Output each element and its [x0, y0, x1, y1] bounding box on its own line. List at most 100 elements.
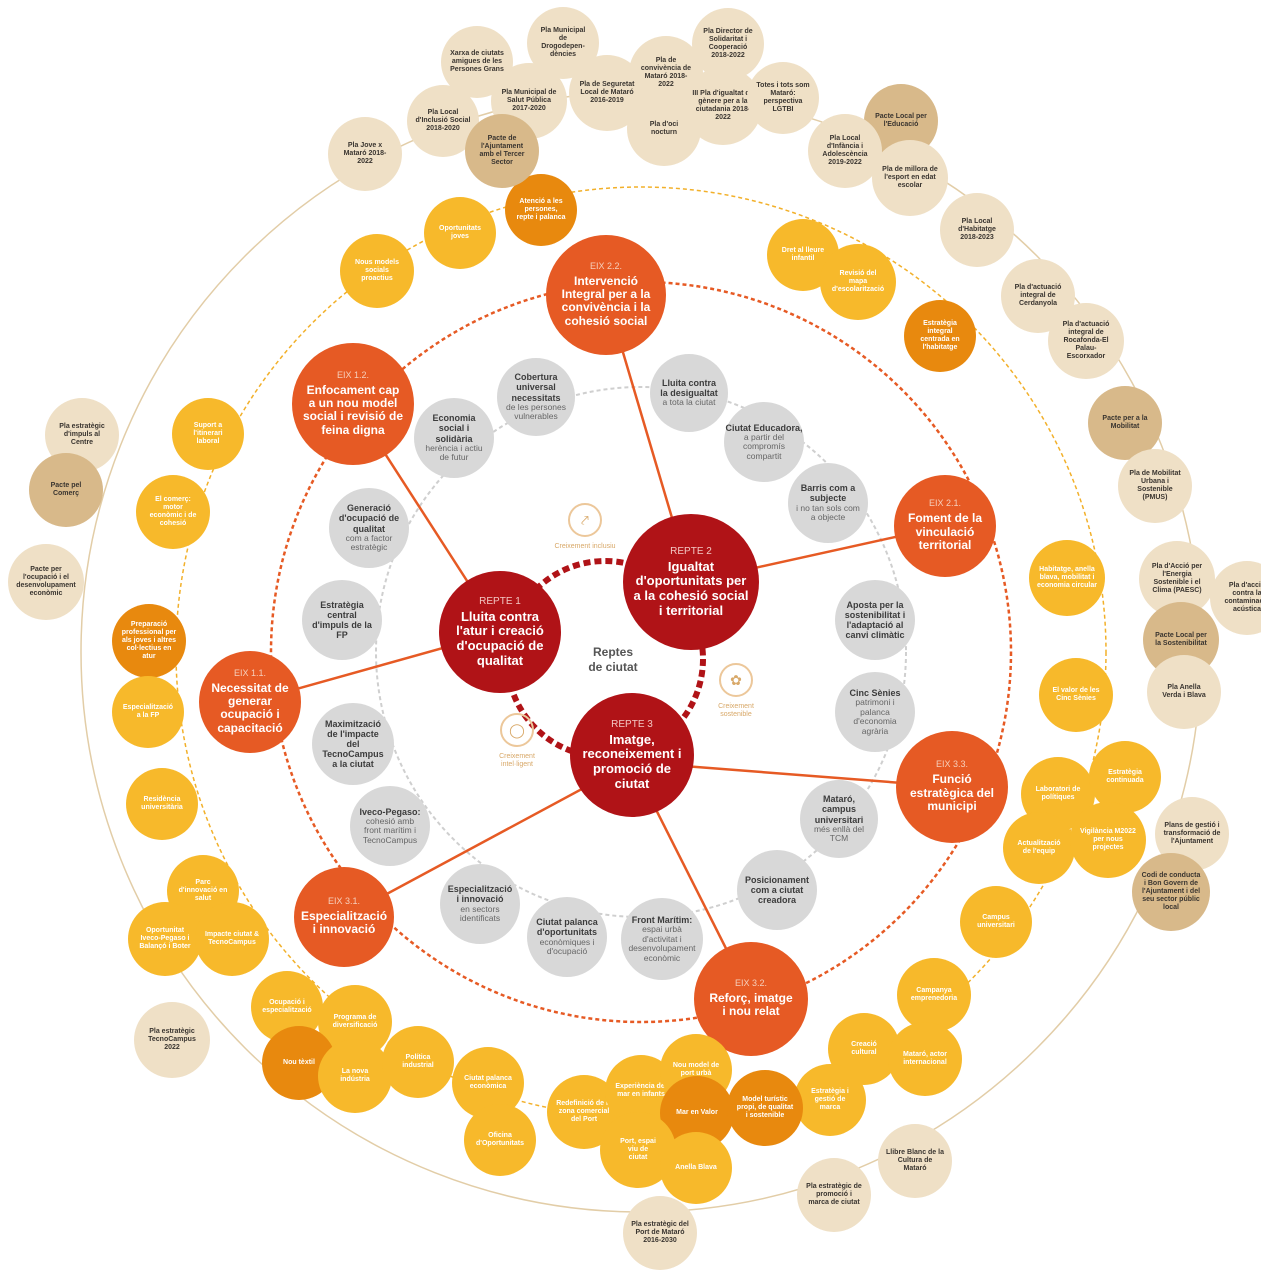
grey-node-generacio-ocupacio[interactable]: Generació d'ocupació de qualitat com a f… — [329, 488, 409, 568]
plan-label: Pla estratègic de promoció i marca de ci… — [806, 1183, 862, 1206]
plan-port-mataro[interactable]: Pla estratègic del Port de Mataró 2016-2… — [623, 1196, 697, 1270]
grey-node-bold: Ciutat palanca d'oportunitats — [536, 917, 598, 938]
grey-node-cinc-senies[interactable]: Cinc Sènies patrimoni i palanca d'econom… — [835, 672, 915, 752]
plan-label: Pla de millora de l'esport en edat escol… — [882, 166, 938, 189]
grey-node-ciutat-palanca[interactable]: Ciutat palanca d'oportunitats econòmique… — [527, 897, 607, 977]
action-actor-internacional[interactable]: Mataró, actor internacional — [888, 1022, 962, 1096]
plan-pacte-mobilitat[interactable]: Pacte per a la Mobilitat — [1088, 386, 1162, 460]
plan-cerdanyola[interactable]: Pla d'actuació integral de Cerdanyola — [1001, 259, 1075, 333]
action-habitatge-anella[interactable]: Habitatge, anella blava, mobilitat i eco… — [1029, 540, 1105, 616]
grey-node-sostenibilitat[interactable]: Aposta per la sostenibilitat i l'adaptac… — [835, 580, 915, 660]
action-valor-cinc-senies[interactable]: El valor de les Cinc Sènies — [1039, 658, 1113, 732]
eix-1-2-node[interactable]: EIX 1.2. Enfocament cap a un nou model s… — [292, 343, 414, 465]
plan-pacte-ocupacio[interactable]: Pacte per l'ocupació i el desenvolupamen… — [8, 544, 84, 620]
repte-1-node[interactable]: REPTE 1 Lluita contra l'atur i creació d… — [439, 571, 561, 693]
grey-node-sub: patrimoni i palanca d'economia agrària — [853, 697, 897, 736]
plan-promocio-marca[interactable]: Pla estratègic de promoció i marca de ci… — [797, 1158, 871, 1232]
eix-3-2-node[interactable]: EIX 3.2. Reforç, imatge i nou relat — [694, 942, 808, 1056]
action-label: Anella Blava — [675, 1164, 717, 1172]
action-residencia-universitaria[interactable]: Residència universitària — [126, 768, 198, 840]
grey-node-cobertura[interactable]: Cobertura universal necessitats de les p… — [497, 358, 575, 436]
eix-1-1-node[interactable]: EIX 1.1. Necessitat de generar ocupació … — [199, 651, 301, 753]
plan-label: Pla d'actuació integral de Cerdanyola — [1014, 284, 1062, 307]
plan-contaminacio-acustica[interactable]: Pla d'acció contra la contaminació acúst… — [1210, 561, 1261, 635]
action-label: Estratègia continuada — [1106, 769, 1144, 784]
action-especialitzacio-fp[interactable]: Especialització a la FP — [112, 676, 184, 748]
grey-node-sub: en sectors identificats — [459, 903, 501, 924]
grey-node-tecnocampus[interactable]: Maximització de l'impacte del TecnoCampu… — [312, 703, 394, 785]
plan-paesc[interactable]: Pla d'Acció per l'Energia Sostenible i e… — [1139, 541, 1215, 617]
repte-1-tag: REPTE 1 — [479, 595, 521, 607]
grey-node-front-maritim[interactable]: Front Marítim: espai urbà d'activitat i … — [621, 898, 703, 980]
grey-node-economia-social[interactable]: Economia social i solidària herència i a… — [414, 398, 494, 478]
plan-pmus[interactable]: Pla de Mobilitat Urbana i Sostenible (PM… — [1118, 449, 1192, 523]
plan-label: Pla estratègic TecnoCampus 2022 — [148, 1028, 196, 1051]
plan-tecnocampus[interactable]: Pla estratègic TecnoCampus 2022 — [134, 1002, 210, 1078]
action-politica-industrial[interactable]: Política industrial — [382, 1026, 454, 1098]
grey-node-sub: com a factor estratègic — [345, 532, 393, 553]
grey-node-ciutat-creadora[interactable]: Posicionament com a ciutat creadora — [737, 850, 817, 930]
grey-node-especialitzacio[interactable]: Especialització i innovació en sectors i… — [440, 864, 520, 944]
action-nous-models-socials[interactable]: Nous models socials proactius — [340, 234, 414, 308]
action-preparacio-professional[interactable]: Preparació professional per als joves i … — [112, 604, 186, 678]
grey-node-estrategia-fp[interactable]: Estratègia central d'impuls de la FP — [302, 580, 382, 660]
eix-1-1-label: Necessitat de generar ocupació i capacit… — [211, 680, 289, 735]
action-mapa-escolaritzacio[interactable]: Revisió del mapa d'escolarització — [820, 244, 896, 320]
plan-lgtbi[interactable]: Totes i tots som Mataró: perspectiva LGT… — [747, 62, 819, 134]
action-campus-universitari[interactable]: Campus universitari — [960, 886, 1032, 958]
plan-label: Pla d'Acció per l'Energia Sostenible i e… — [1151, 563, 1203, 594]
action-label: Redefinició de la zona comercial del Por… — [556, 1100, 612, 1123]
grey-node-sub: a partir del compromís compartit — [742, 431, 786, 461]
repte-3-node[interactable]: REPTE 3 Imatge, reconeixement i promoció… — [570, 693, 694, 817]
action-label: Vigilància M2022 per nous projectes — [1080, 828, 1136, 851]
creixement-inclusiu-label: Creixement inclusiu — [554, 543, 616, 550]
action-actualitzacio-equip[interactable]: Actualització de l'equip — [1003, 812, 1075, 884]
grey-node-campus-universitari[interactable]: Mataró, campus universitari més enllà de… — [800, 780, 878, 858]
repte-2-node[interactable]: REPTE 2 Igualtat d'oportunitats per a la… — [623, 514, 759, 650]
action-label: Política industrial — [402, 1054, 434, 1069]
plan-esport-escolar[interactable]: Pla de millora de l'esport en edat escol… — [872, 140, 948, 216]
eix-2-1-node[interactable]: EIX 2.1. Foment de la vinculació territo… — [894, 475, 996, 577]
plan-codi-conducta[interactable]: Codi de conducta i Bon Govern de l'Ajunt… — [1132, 853, 1210, 931]
grey-node-desigualtat[interactable]: Lluita contra la desigualtat a tota la c… — [650, 354, 728, 432]
action-atencio-persones[interactable]: Atenció a les persones, repte i palanca — [505, 174, 577, 246]
action-oportunitats-joves[interactable]: Oportunitats joves — [424, 197, 496, 269]
plan-rocafonda[interactable]: Pla d'actuació integral de Rocafonda-El … — [1048, 303, 1124, 379]
plan-label: Pla d'oci nocturn — [649, 121, 679, 136]
action-label: Creació cultural — [851, 1041, 877, 1056]
plan-anella-verda[interactable]: Pla Anella Verda i Blava — [1147, 655, 1221, 729]
grey-node-ciutat-educadora[interactable]: Ciutat Educadora, a partir del compromís… — [724, 402, 804, 482]
eix-2-2-node[interactable]: EIX 2.2. Intervenció Integral per a la c… — [546, 235, 666, 355]
action-comerc-motor[interactable]: El comerç: motor econòmic i de cohesió — [136, 475, 210, 549]
plan-label: Pla Director de Solidaritat i Cooperació… — [703, 28, 753, 59]
action-anella-blava[interactable]: Anella Blava — [660, 1132, 732, 1204]
plan-habitatge[interactable]: Pla Local d'Habitatge 2018-2023 — [940, 193, 1014, 267]
action-gestio-marca[interactable]: Estratègia i gestió de marca — [794, 1064, 866, 1136]
action-estrategia-continuada[interactable]: Estratègia continuada — [1089, 741, 1161, 813]
plan-llibre-blanc-cultura[interactable]: Llibre Blanc de la Cultura de Mataró — [878, 1124, 952, 1198]
grey-node-iveco-pegaso[interactable]: Iveco-Pegaso: cohesió amb front marítim … — [350, 786, 430, 866]
eix-3-1-node[interactable]: EIX 3.1. Especialització i innovació — [294, 867, 394, 967]
action-campanya-emprenedoria[interactable]: Campanya emprenedoria — [897, 958, 971, 1032]
action-iveco-balanco[interactable]: Oportunitat Iveco-Pegaso i Balançó i Bot… — [128, 902, 202, 976]
action-impacte-tecnocampus[interactable]: Impacte ciutat & TecnoCampus — [195, 902, 269, 976]
plan-pacte-comerc[interactable]: Pacte pel Comerç — [29, 453, 103, 527]
plan-jove[interactable]: Pla Jove x Mataró 2018-2022 — [328, 117, 402, 191]
action-oficina-oportunitats[interactable]: Oficina d'Oportunitats — [464, 1104, 536, 1176]
action-vigilancia-m2022[interactable]: Vigilància M2022 per nous projectes — [1070, 802, 1146, 878]
plan-label: Pla de Mobilitat Urbana i Sostenible (PM… — [1129, 470, 1181, 501]
plan-tercer-sector[interactable]: Pacte de l'Ajuntament amb el Tercer Sect… — [465, 114, 539, 188]
eix-2-2-tag: EIX 2.2. — [589, 260, 623, 271]
eix-3-3-node[interactable]: EIX 3.3. Funció estratègica del municipi — [896, 731, 1008, 843]
grey-node-barris[interactable]: Barris com a subjecte i no tan sols com … — [788, 463, 868, 543]
eix-3-1-label: Especialització i innovació — [300, 909, 388, 937]
action-suport-itinerari[interactable]: Suport a l'itinerari laboral — [172, 398, 244, 470]
grey-node-bold: Especialització i innovació — [447, 884, 513, 905]
grey-node-sub: cohesió amb front marítim i TecnoCampus — [362, 815, 418, 845]
plan-infancia-adolescencia[interactable]: Pla Local d'Infància i Adolescència 2019… — [808, 114, 882, 188]
plan-oci-nocturn[interactable]: Pla d'oci nocturn — [627, 92, 701, 166]
action-nova-industria[interactable]: La nova indústria — [318, 1039, 392, 1113]
action-estrategia-habitatge[interactable]: Estratègia integral centrada en l'habita… — [904, 300, 976, 372]
action-model-turistic[interactable]: Model turístic propi, de qualitat i sost… — [727, 1070, 803, 1146]
